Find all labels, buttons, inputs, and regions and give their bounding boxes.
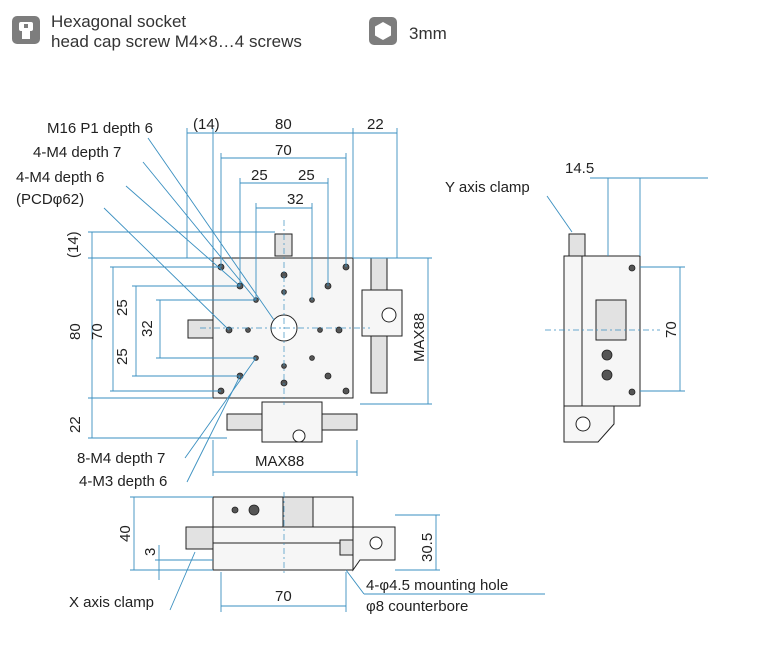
side-block — [595, 299, 627, 341]
hex-key-icon — [369, 17, 397, 45]
dim-22-left: 22 — [67, 416, 84, 433]
front-base — [212, 542, 354, 571]
dim-70-top: 70 — [275, 142, 292, 159]
top-y-clamp — [274, 233, 293, 257]
label-y-clamp: Y axis clamp — [445, 179, 530, 196]
dim-25-left-b: 25 — [114, 348, 131, 365]
dim-32-left: 32 — [139, 320, 156, 337]
dim-25a-top: 25 — [251, 167, 268, 184]
front-dim-70: 70 — [275, 588, 292, 605]
front-dim-30-5: 30.5 — [419, 533, 436, 562]
front-view: 40 3 30.5 70 X axis clamp 4-φ4.5 mountin… — [69, 492, 545, 615]
label-counterbore: φ8 counterbore — [366, 598, 468, 615]
front-dim-3: 3 — [142, 548, 159, 556]
dim-32-top: 32 — [287, 191, 304, 208]
dim-80-left: 80 — [67, 323, 84, 340]
label-m3: 4-M3 depth 6 — [79, 473, 167, 490]
dim-max88-bottom: MAX88 — [255, 453, 304, 470]
dim-max88-right: MAX88 — [411, 313, 428, 362]
top-x-clamp — [187, 319, 214, 339]
label-mount-hole: 4-φ4.5 mounting hole — [366, 577, 508, 594]
front-x-clamp — [185, 526, 214, 550]
side-dim-70: 70 — [663, 321, 680, 338]
dim-25b-top: 25 — [298, 167, 315, 184]
top-view: (14) 80 22 70 25 25 32 (14) 80 70 25 32 … — [16, 116, 432, 490]
socket-screw-icon — [12, 16, 40, 44]
socket-screw-line1: Hexagonal socket — [51, 12, 187, 31]
label-pcd: (PCDφ62) — [16, 191, 84, 208]
front-middle — [212, 526, 354, 544]
dim-22-top: 22 — [367, 116, 384, 133]
label-m4-depth6: 4-M4 depth 6 — [16, 169, 104, 186]
label-x-clamp: X axis clamp — [69, 594, 154, 611]
dim-25-left-a: 25 — [114, 299, 131, 316]
front-micrometer-body — [282, 496, 314, 528]
side-view: Y axis clamp 14.5 70 — [445, 160, 708, 443]
dim-14-left: (14) — [65, 231, 82, 258]
socket-screw-label: Hexagonal socket head cap screw M4×8…4 s… — [51, 12, 302, 52]
side-dim-14-5: 14.5 — [565, 160, 594, 177]
bottom-micrometer-body — [261, 401, 323, 443]
side-y-clamp — [568, 233, 586, 257]
wrench-size: 3mm — [409, 24, 447, 43]
dim-70-left: 70 — [89, 323, 106, 340]
label-m16: M16 P1 depth 6 — [47, 120, 153, 137]
dim-80-top: 80 — [275, 116, 292, 133]
front-dim-40: 40 — [117, 525, 134, 542]
dim-14-top: (14) — [193, 116, 220, 133]
label-m4-depth7: 4-M4 depth 7 — [33, 144, 121, 161]
label-m4-8: 8-M4 depth 7 — [77, 450, 165, 467]
socket-screw-line2: head cap screw M4×8…4 screws — [51, 32, 302, 51]
